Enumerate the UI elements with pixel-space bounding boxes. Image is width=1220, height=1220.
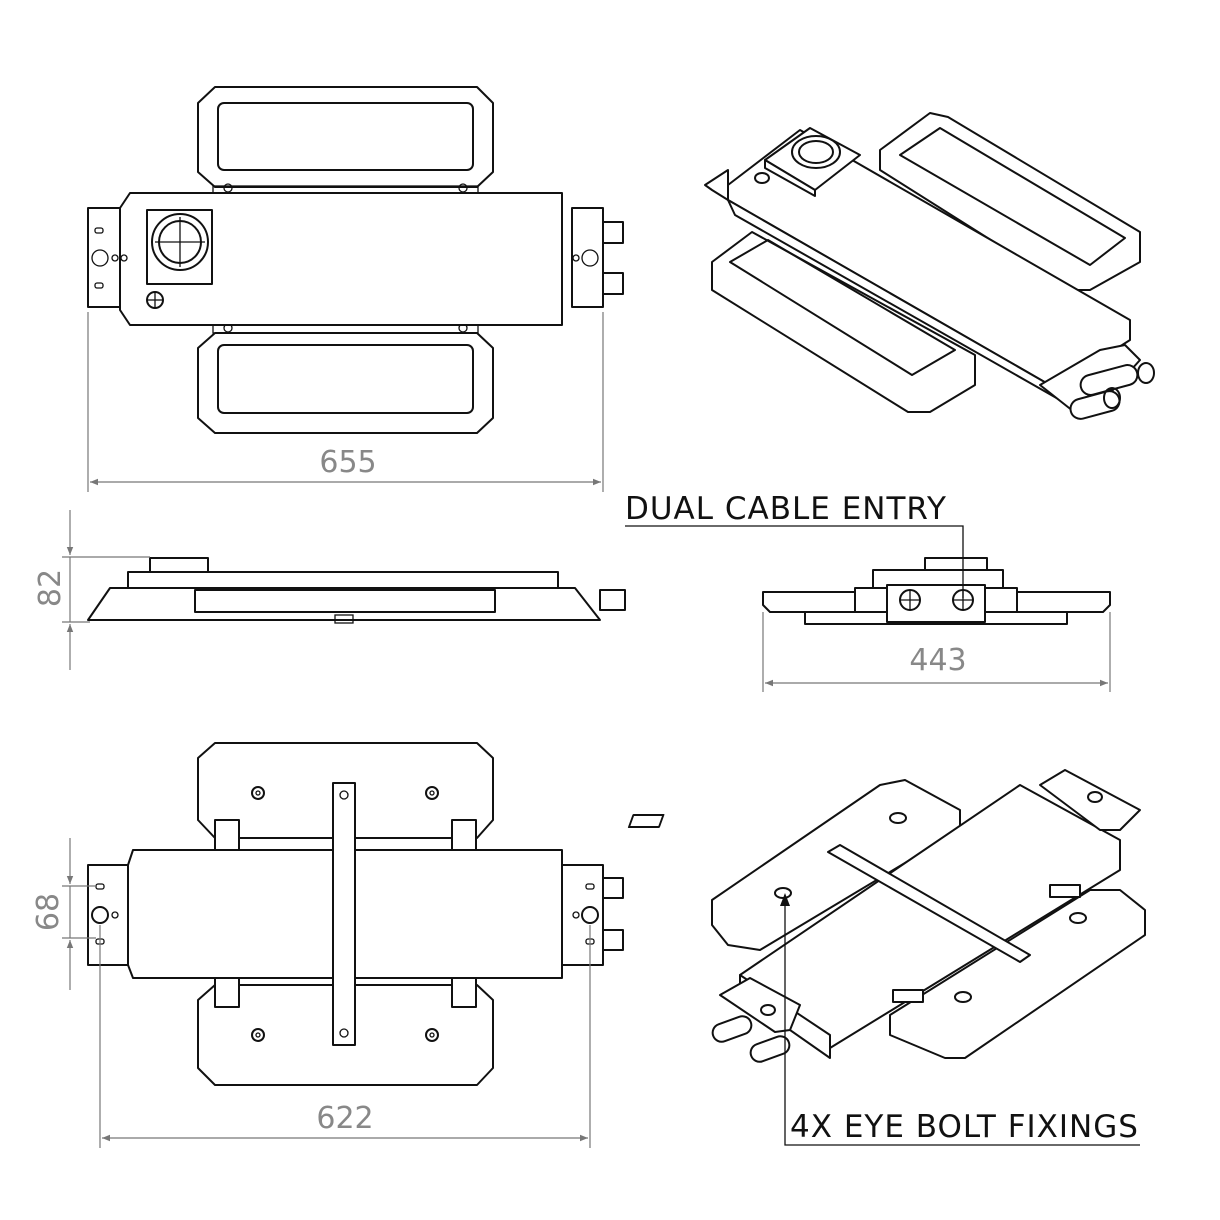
isometric-bottom-view [627, 769, 1146, 1063]
side-cable-gland [599, 589, 626, 611]
side-view [87, 557, 626, 624]
lifting-bar [332, 782, 356, 1046]
eye-bolt-hole [91, 249, 109, 267]
iso-lid [791, 135, 841, 169]
right-end-bracket [571, 207, 604, 308]
lower-pad [197, 332, 494, 434]
dimension-68: 68 [31, 838, 96, 990]
side-lid [149, 557, 209, 573]
main-body [119, 192, 563, 326]
dimension-655: 655 [87, 312, 604, 492]
dimension-label-82: 82 [33, 569, 68, 607]
side-pad [194, 589, 496, 613]
side-body-top [127, 571, 559, 589]
callout-eye-bolt-fixings: 4X EYE BOLT FIXINGS [780, 893, 1140, 1146]
lower-pad-inset [217, 344, 474, 414]
end-pad-right [1016, 591, 1111, 613]
dimension-443: 443 [762, 612, 1111, 692]
upper-pad [197, 86, 494, 188]
iso-bottom-front-bracket [719, 977, 801, 1033]
isometric-top-view [704, 112, 1155, 420]
lid-outer [151, 213, 209, 271]
end-pad-left [762, 591, 856, 613]
dimension-label-68: 68 [31, 893, 66, 931]
callout-label-cable-entry: DUAL CABLE ENTRY [625, 491, 947, 527]
iso-lifting-bar [827, 844, 1031, 963]
upper-pad-inset [217, 102, 474, 171]
top-view [87, 86, 624, 434]
iso-upper-pad [879, 112, 1141, 291]
iso-vent-plug [754, 172, 770, 184]
dimension-label-622: 622 [316, 1101, 373, 1136]
left-end-bracket [87, 207, 121, 308]
eye-bolt-fixing-icon [774, 887, 792, 899]
eye-bolt-fixing-icon [251, 786, 439, 1042]
dimension-622: 622 [99, 925, 591, 1148]
lid-housing [146, 209, 213, 285]
callout-label-eye-bolts: 4X EYE BOLT FIXINGS [790, 1109, 1139, 1145]
dimension-label-655: 655 [319, 445, 376, 480]
dimension-label-443: 443 [909, 643, 966, 678]
end-lid [924, 557, 988, 571]
bottom-view [87, 742, 624, 1086]
bottom-right-bracket [561, 864, 604, 966]
iso-bottom-pad-lower [889, 889, 1146, 1059]
cable-gland [602, 221, 624, 244]
end-view [762, 557, 1111, 625]
dimension-82: 82 [33, 510, 150, 670]
cable-gland [602, 272, 624, 295]
callout-dual-cable-entry: DUAL CABLE ENTRY [625, 491, 964, 598]
